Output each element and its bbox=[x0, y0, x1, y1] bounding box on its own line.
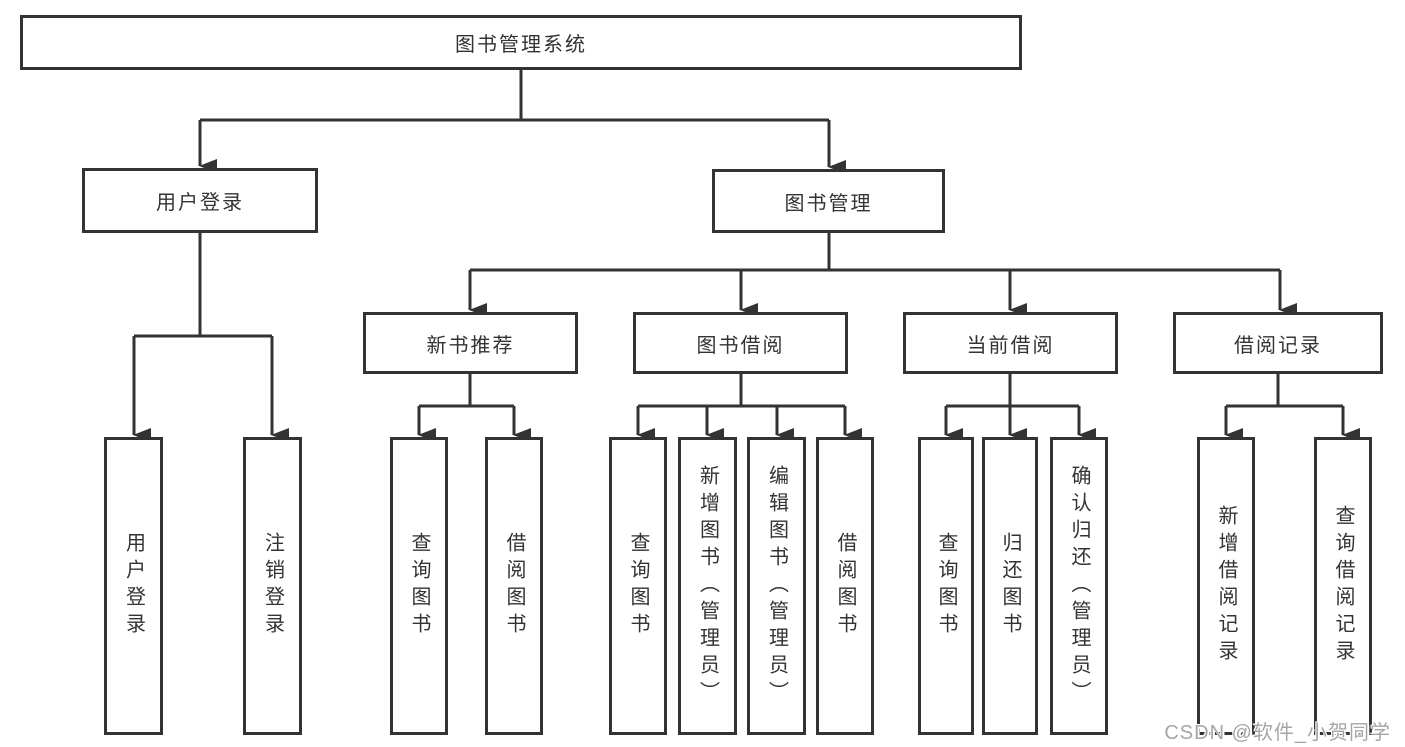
leaf-edit-books-admin: 编辑图书（管理员） bbox=[747, 437, 806, 735]
node-label: 查询借阅记录 bbox=[1332, 505, 1354, 667]
node-new-book-recommendation: 新书推荐 bbox=[363, 312, 578, 374]
leaf-add-borrow-record: 新增借阅记录 bbox=[1197, 437, 1255, 735]
node-label: 确认归还（管理员） bbox=[1068, 464, 1090, 708]
leaf-add-books-admin: 新增图书（管理员） bbox=[678, 437, 737, 735]
node-borrowing-records: 借阅记录 bbox=[1173, 312, 1383, 374]
leaf-confirm-return-admin: 确认归还（管理员） bbox=[1050, 437, 1108, 735]
leaf-return-books: 归还图书 bbox=[982, 437, 1038, 735]
node-label: 查询图书 bbox=[935, 532, 957, 640]
node-current-borrowing: 当前借阅 bbox=[903, 312, 1118, 374]
node-label: 新增借阅记录 bbox=[1215, 505, 1237, 667]
node-label: 图书管理系统 bbox=[455, 34, 587, 56]
node-label: 新增图书（管理员） bbox=[696, 464, 719, 708]
node-label: 借阅记录 bbox=[1234, 334, 1322, 357]
node-label: 借阅图书 bbox=[834, 532, 856, 640]
leaf-query-books: 查询图书 bbox=[390, 437, 448, 735]
leaf-borrow-books: 借阅图书 bbox=[485, 437, 543, 735]
leaf-borrow-books: 借阅图书 bbox=[816, 437, 874, 735]
node-label: 查询图书 bbox=[627, 532, 649, 640]
node-label: 归还图书 bbox=[999, 532, 1021, 640]
node-book-borrowing: 图书借阅 bbox=[633, 312, 848, 374]
leaf-query-books: 查询图书 bbox=[609, 437, 667, 735]
csdn-watermark: CSDN @软件_小贺同学 bbox=[1164, 722, 1391, 744]
leaf-query-borrow-record: 查询借阅记录 bbox=[1314, 437, 1372, 735]
node-library-management-system: 图书管理系统 bbox=[20, 15, 1022, 70]
node-label: 注销登录 bbox=[261, 532, 284, 640]
node-user-login: 用户登录 bbox=[82, 168, 318, 233]
node-label: 图书管理 bbox=[784, 192, 873, 215]
leaf-user-login: 用户登录 bbox=[104, 437, 163, 735]
node-label: 编辑图书（管理员） bbox=[765, 464, 788, 708]
node-label: 查询图书 bbox=[408, 532, 430, 640]
node-label: 新书推荐 bbox=[426, 334, 515, 357]
node-label: 用户登录 bbox=[122, 532, 145, 640]
node-label: 用户登录 bbox=[156, 192, 244, 214]
node-book-management: 图书管理 bbox=[712, 169, 945, 233]
node-label: 图书借阅 bbox=[696, 334, 785, 357]
leaf-logout: 注销登录 bbox=[243, 437, 302, 735]
node-label: 借阅图书 bbox=[503, 532, 525, 640]
leaf-query-books: 查询图书 bbox=[918, 437, 974, 735]
node-label: 当前借阅 bbox=[966, 334, 1055, 357]
